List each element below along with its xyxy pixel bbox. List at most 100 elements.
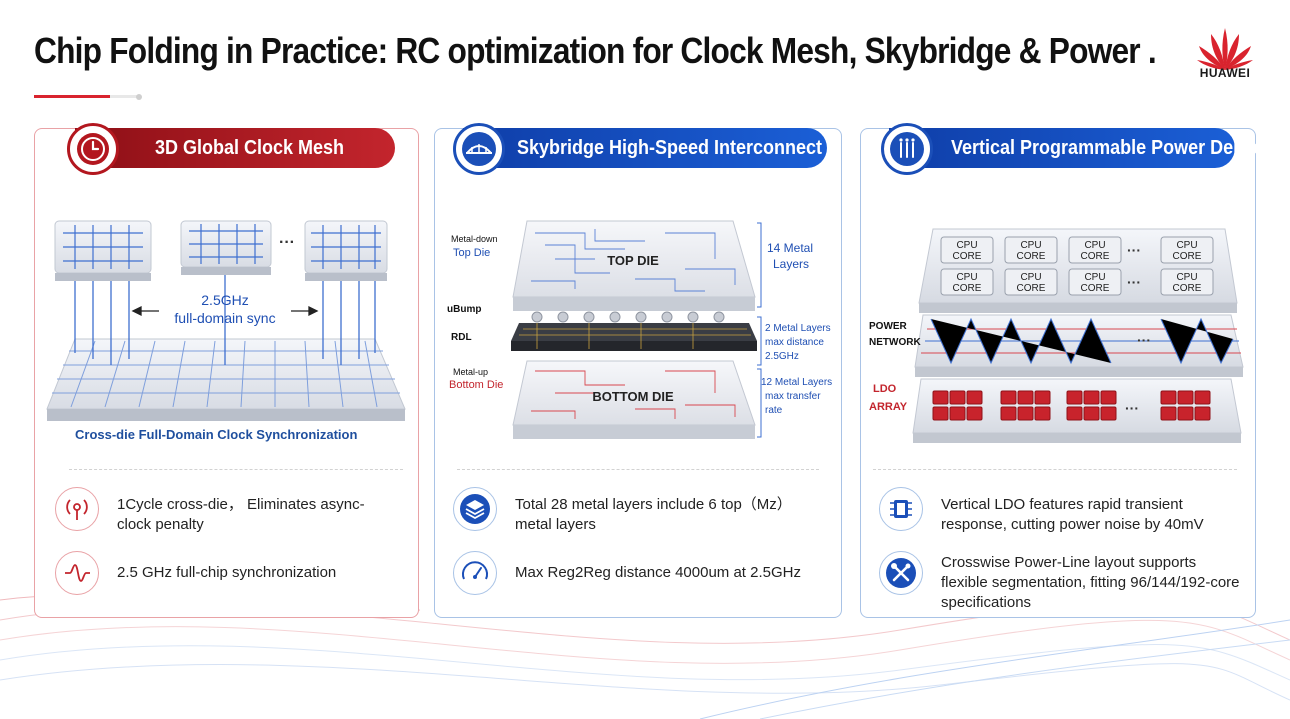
ldo-cell xyxy=(1066,406,1083,421)
cpu-core-label-line1: CPU xyxy=(1084,272,1105,283)
cpu-core-label-line1: CPU xyxy=(1084,240,1105,251)
ubumps xyxy=(531,311,725,323)
clock-mesh-diagram: ··· 2.5GHz full-domain sync xyxy=(46,220,406,421)
clock-frequency: 2.5GHz xyxy=(201,292,248,308)
ldo-cell xyxy=(966,390,983,405)
cpu-core-label-line2: CORE xyxy=(1173,251,1202,262)
cpu-core-label-line2: CORE xyxy=(1173,283,1202,294)
power-delivery-panel: Vertical Programmable Power Delivery CPU… xyxy=(860,123,1280,618)
skybridge-feature-1: Total 28 metal layers include 6 top（Mz） … xyxy=(515,496,792,533)
top-layers-line1: 14 Metal xyxy=(767,241,814,255)
ldo-cell xyxy=(1017,406,1034,421)
clock-mesh-caption: Cross-die Full-Domain Clock Synchronizat… xyxy=(75,427,358,442)
ldo-cell xyxy=(966,406,983,421)
ldo-cell xyxy=(949,406,966,421)
ldo-cell xyxy=(1100,390,1117,405)
clock-mesh-header: 3D Global Clock Mesh xyxy=(75,128,395,168)
cpu-ellipsis-1: ··· xyxy=(1127,242,1141,258)
brand-name: HUAWEI xyxy=(1199,66,1251,80)
clock-mesh-separator xyxy=(69,469,403,470)
cpu-layer xyxy=(918,228,1238,313)
metal-down-label: Metal-down xyxy=(451,234,498,244)
ldo-cell xyxy=(1194,406,1211,421)
ldo-cell xyxy=(1000,390,1017,405)
cpu-core-label-line1: CPU xyxy=(956,272,977,283)
ldo-cell xyxy=(1083,406,1100,421)
power-rails-icon xyxy=(881,123,933,175)
cpu-core-label-line1: CPU xyxy=(1176,272,1197,283)
ldo-cell xyxy=(1177,390,1194,405)
huawei-logo-icon xyxy=(1197,28,1253,70)
top-layers-line2: Layers xyxy=(773,257,810,271)
power-feature-1: Vertical LDO features rapid transient re… xyxy=(941,496,1204,533)
rdl-layers-line2: max distance xyxy=(765,337,824,348)
clock-sync-label: full-domain sync xyxy=(174,310,275,326)
ldo-cell xyxy=(1034,390,1051,405)
ldo-cell xyxy=(1066,390,1083,405)
ldo-cell xyxy=(932,390,949,405)
skybridge-feature-2: Max Reg2Reg distance 4000um at 2.5GHz xyxy=(515,564,801,581)
cpu-core-label-line2: CORE xyxy=(1017,251,1046,262)
ldo-cell xyxy=(1160,406,1177,421)
ldo-layer xyxy=(912,378,1242,443)
ldo-ellipsis: ··· xyxy=(1125,400,1139,416)
ldo-cell xyxy=(1000,406,1017,421)
power-network-line1: POWER xyxy=(869,321,907,332)
skybridge-panel: Skybridge High-Speed Interconnect TO xyxy=(434,123,842,618)
power-network-layer xyxy=(914,314,1244,377)
page-title: Chip Folding in Practice: RC optimizatio… xyxy=(34,30,1157,71)
tile-ellipsis: ··· xyxy=(279,234,295,251)
clock-mesh-panel: 3D Global Clock Mesh xyxy=(34,123,419,618)
ldo-array-line1: LDO xyxy=(873,383,897,395)
skybridge-title: Skybridge High-Speed Interconnect xyxy=(517,137,823,159)
skybridge-header: Skybridge High-Speed Interconnect xyxy=(463,128,827,168)
cpu-core-label-line2: CORE xyxy=(953,283,982,294)
power-delivery-header: Vertical Programmable Power Delivery xyxy=(889,128,1280,168)
title-rule-accent xyxy=(34,95,110,98)
ldo-cell xyxy=(1017,390,1034,405)
power-feature-2: Crosswise Power-Line layout supports fle… xyxy=(941,554,1240,611)
layers-icon xyxy=(453,487,497,531)
power-network-line2: NETWORK xyxy=(869,337,921,348)
clock-mesh-title: 3D Global Clock Mesh xyxy=(155,137,345,159)
cpu-ellipsis-2: ··· xyxy=(1127,274,1141,290)
ldo-cell xyxy=(1194,390,1211,405)
top-die-title: TOP DIE xyxy=(607,253,659,268)
layer-brackets xyxy=(757,222,762,438)
metal-up-label: Metal-up xyxy=(453,367,489,377)
bottom-die: BOTTOM DIE xyxy=(512,360,756,439)
cpu-core-label-line2: CORE xyxy=(1081,251,1110,262)
power-ellipsis: ··· xyxy=(1137,332,1151,348)
bottom-layers-line3: rate xyxy=(765,405,783,416)
sync-arrows xyxy=(131,305,319,317)
waveform-icon xyxy=(55,551,99,595)
ldo-array-line2: ARRAY xyxy=(869,401,908,413)
rdl-label: RDL xyxy=(451,332,472,343)
cpu-core-label-line1: CPU xyxy=(1176,240,1197,251)
top-tile-right xyxy=(304,220,388,281)
top-tile-left xyxy=(54,220,152,281)
bottom-die-title: BOTTOM DIE xyxy=(592,389,674,404)
cpu-cores: CPUCORECPUCORECPUCORECPUCORECPUCORECPUCO… xyxy=(940,236,1214,296)
chip-icon xyxy=(879,487,923,531)
bottom-layers-line2: max transfer xyxy=(765,391,821,402)
ldo-cell xyxy=(1034,406,1051,421)
power-delivery-title: Vertical Programmable Power Delivery xyxy=(951,137,1281,159)
ubump-label: uBump xyxy=(447,304,482,315)
rdl-layers-line1: 2 Metal Layers xyxy=(765,323,831,334)
power-delivery-diagram: CPUCORECPUCORECPUCORECPUCORECPUCORECPUCO… xyxy=(912,228,1244,443)
cpu-core-label-line2: CORE xyxy=(1017,283,1046,294)
cpu-core-label-line1: CPU xyxy=(1020,240,1041,251)
vertical-clock-links xyxy=(74,275,376,365)
signal-tower-icon xyxy=(55,487,99,531)
power-delivery-separator xyxy=(873,469,1237,470)
cpu-core-label-line2: CORE xyxy=(1081,283,1110,294)
skybridge-separator xyxy=(457,469,819,470)
title-rule-dot xyxy=(136,93,142,100)
